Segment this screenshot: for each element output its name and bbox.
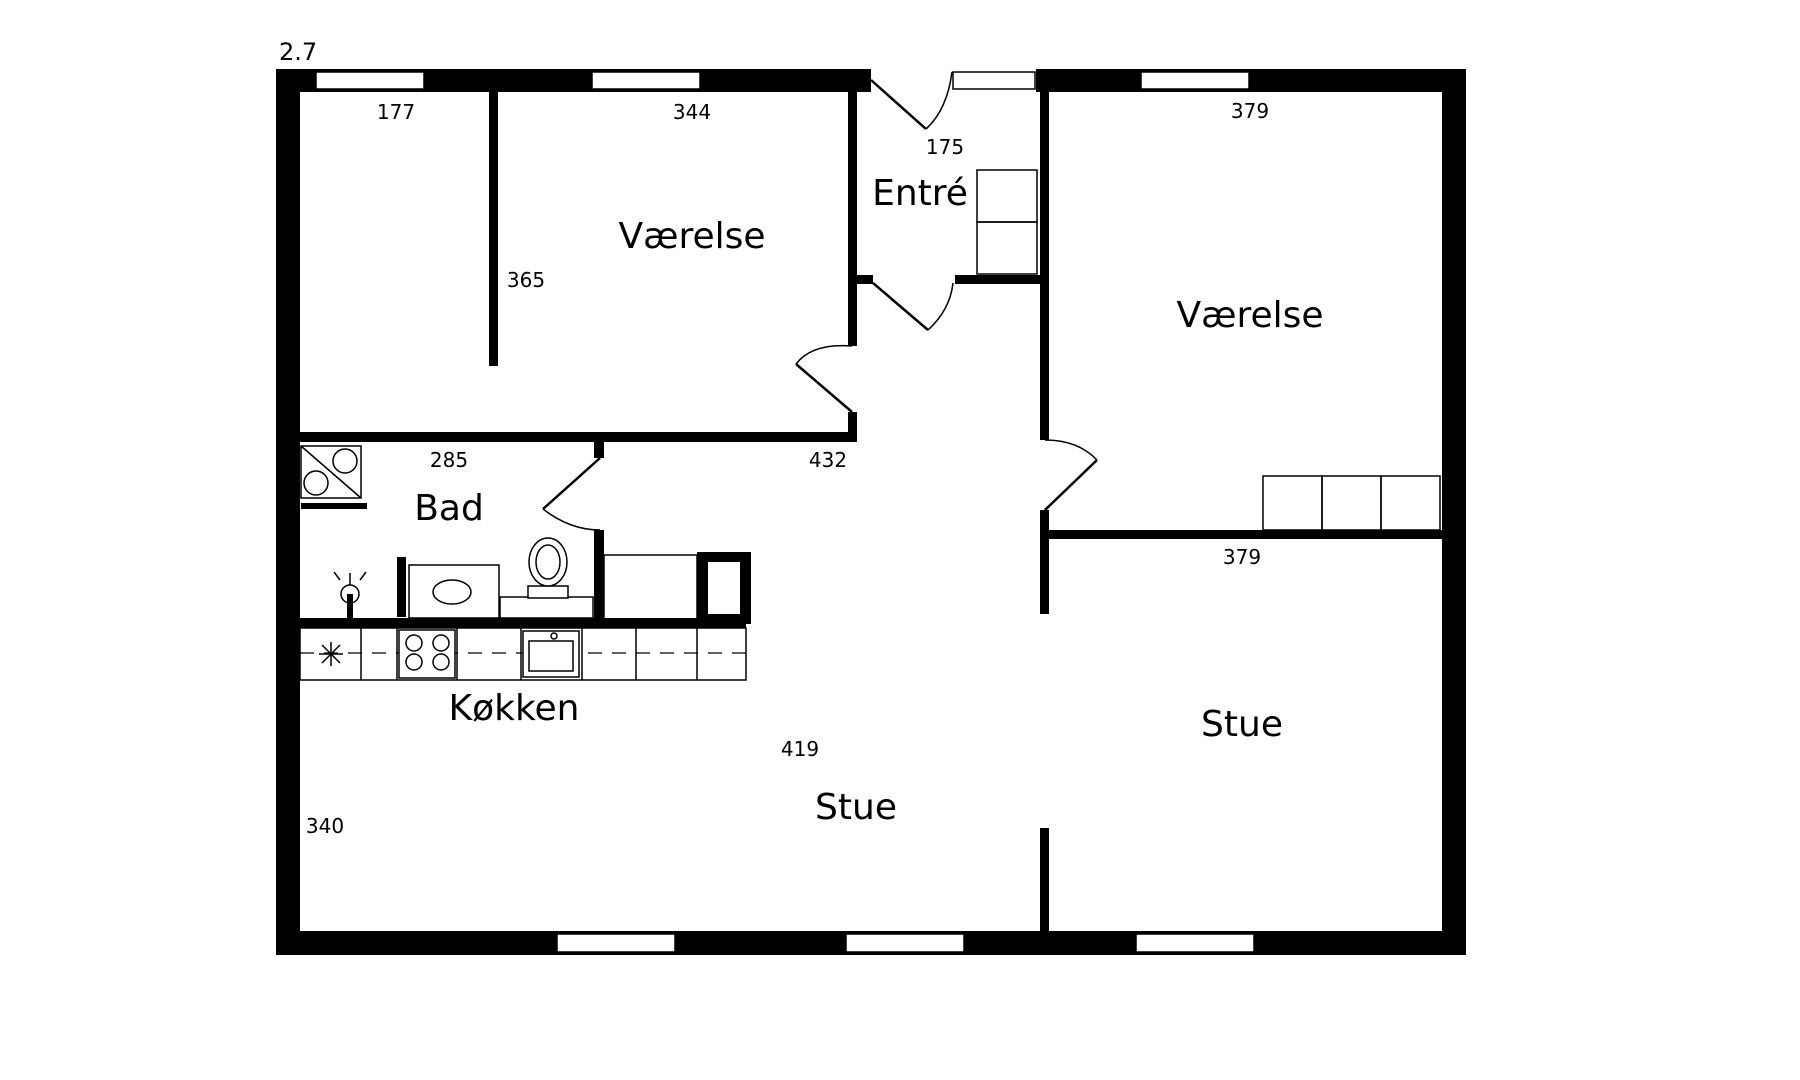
room-label-vaerelse-right: Værelse: [1176, 295, 1323, 336]
dimension-label: 379: [1231, 99, 1269, 123]
bathroom-sink-icon: [397, 557, 500, 619]
bath-door-swing: [542, 457, 601, 531]
dimension-label: 432: [809, 448, 847, 472]
room-label-vaerelse-left: Værelse: [618, 216, 765, 257]
kitchen-sink-icon: [522, 630, 580, 678]
room-label-kokken: Køkken: [448, 688, 579, 729]
room-label-stue-right: Stue: [1201, 704, 1283, 745]
window-top-1: [315, 71, 425, 90]
dimension-label: 379: [1223, 545, 1261, 569]
bedroom-left-door-swing: [795, 344, 853, 413]
dimension-label: 340: [306, 814, 344, 838]
doors: [542, 71, 1098, 531]
window-top-4: [1140, 71, 1250, 90]
window-bottom-2: [845, 933, 965, 953]
dimension-label: 419: [781, 737, 819, 761]
room-label-entre: Entré: [872, 173, 968, 214]
bedroom-right-wardrobe: [1262, 475, 1441, 531]
dimension-label: 344: [673, 100, 711, 124]
freezer-icon: [319, 642, 343, 666]
dimension-label: 177: [377, 100, 415, 124]
dimension-label: 365: [507, 268, 545, 292]
storage-cabinet: [603, 554, 698, 622]
window-bottom-3: [1135, 933, 1255, 953]
room-label-stue-main: Stue: [815, 787, 897, 828]
window-top-2: [591, 71, 701, 90]
washer-dryer-icon: [300, 445, 367, 509]
dimension-label: 175: [926, 135, 964, 159]
window-top-3: [952, 71, 1036, 90]
window-bottom-1: [556, 933, 676, 953]
scale-label: 2.7: [279, 38, 317, 66]
windows: [315, 71, 1255, 953]
dimension-label: 285: [430, 448, 468, 472]
shower-icon: [333, 571, 367, 618]
toilet-icon: [499, 537, 594, 619]
interior-walls: [298, 90, 1446, 933]
bedroom-right-door-swing: [1044, 439, 1098, 511]
entry-inner-door-swing: [872, 282, 954, 331]
room-label-bad: Bad: [414, 488, 484, 529]
front-door-swing: [870, 71, 953, 130]
entry-wardrobe: [976, 169, 1038, 275]
stove-icon: [398, 629, 456, 679]
